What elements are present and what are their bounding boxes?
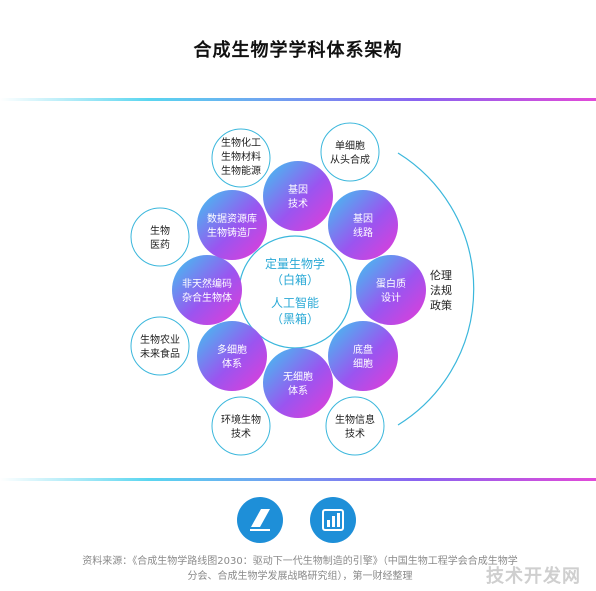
ring-node-label-line: 体系 bbox=[288, 385, 308, 397]
ring-node-cell-free: 无细胞 体系 bbox=[263, 348, 333, 418]
page-title: 合成生物学学科体系架构 bbox=[193, 40, 403, 61]
app-node-label-line: 单细胞 bbox=[335, 139, 365, 152]
app-node-medicine: 生物 医药 bbox=[130, 207, 190, 267]
app-node-label-line: 生物信息 bbox=[335, 413, 375, 426]
ring-node-label-line: 体系 bbox=[222, 358, 242, 370]
center-line-2: （白箱） bbox=[271, 272, 319, 287]
ring-node-label-line: 非天然编码 bbox=[182, 277, 232, 290]
ring-node-gene-tech: 基因 技术 bbox=[263, 161, 333, 231]
ring-node-label-line: 设计 bbox=[381, 291, 401, 304]
policy-label-line: 法规 bbox=[430, 283, 452, 297]
ring-node-non-natural: 非天然编码 杂合生物体 bbox=[172, 255, 242, 325]
architecture-diagram: 定量生物学 （白箱） 人工智能 （黑箱） 基因 技术 基因 线路 蛋白质 设计 … bbox=[130, 122, 475, 456]
bar-chart-icon bbox=[322, 509, 344, 531]
research-logo bbox=[310, 497, 356, 543]
app-node-label-line: 生物农业 bbox=[140, 333, 180, 346]
app-node-label-line: 技术 bbox=[345, 427, 365, 440]
watermark: 技术开发网 bbox=[486, 566, 581, 587]
center-line-4: （黑箱） bbox=[271, 311, 319, 326]
app-node-label-line: 生物 bbox=[150, 224, 170, 237]
ring-node-label-line: 无细胞 bbox=[283, 370, 313, 383]
ring-node-label-line: 杂合生物体 bbox=[182, 291, 232, 304]
app-node-label-line: 从头合成 bbox=[330, 153, 370, 166]
ring-node-label-line: 基因 bbox=[288, 183, 308, 196]
ring-node-data-resource: 数据资源库 生物铸造厂 bbox=[197, 190, 267, 260]
policy-label-line: 伦理 bbox=[430, 268, 452, 282]
app-node-label-line: 技术 bbox=[231, 427, 251, 440]
app-node-label-line: 生物材料 bbox=[221, 150, 261, 163]
app-node-label-line: 生物化工 bbox=[221, 136, 261, 149]
source-note: 资料来源：《合成生物学路线图2030：驱动下一代生物制造的引擎》（中国生物工程学… bbox=[40, 554, 560, 584]
app-node-chem-materials: 生物化工 生物材料 生物能源 bbox=[211, 128, 271, 188]
ring-node-protein-design: 蛋白质 设计 bbox=[356, 255, 426, 325]
ring-node-label-line: 蛋白质 bbox=[376, 277, 406, 290]
top-divider bbox=[0, 98, 596, 101]
ring-node-label-line: 多细胞 bbox=[217, 343, 247, 356]
app-node-label-line: 未来食品 bbox=[140, 347, 180, 360]
center-line-1: 定量生物学 bbox=[265, 256, 325, 271]
bottom-divider bbox=[0, 478, 596, 481]
app-node-label-line: 环境生物 bbox=[221, 413, 261, 426]
policy-label-line: 政策 bbox=[430, 298, 452, 312]
app-node-single-cell: 单细胞 从头合成 bbox=[320, 122, 380, 182]
source-line: 分会、合成生物学发展战略研究组），第一财经整理 bbox=[187, 571, 413, 582]
ring-node-label-line: 基因 bbox=[353, 212, 373, 225]
app-node-info-tech: 生物信息 技术 bbox=[325, 396, 385, 456]
app-node-label-line: 医药 bbox=[150, 239, 170, 251]
ring-node-label-line: 底盘 bbox=[353, 343, 373, 356]
app-node-environment: 环境生物 技术 bbox=[211, 396, 271, 456]
ring-node-label-line: 细胞 bbox=[353, 357, 373, 370]
ring-node-label-line: 数据资源库 bbox=[207, 212, 257, 225]
ring-node-multicell: 多细胞 体系 bbox=[197, 321, 267, 391]
publisher-logo bbox=[237, 497, 283, 543]
center-line-3: 人工智能 bbox=[271, 295, 319, 310]
ring-node-label-line: 生物铸造厂 bbox=[207, 226, 257, 239]
app-node-label-line: 生物能源 bbox=[221, 164, 261, 177]
ring-node-label-line: 技术 bbox=[288, 197, 308, 210]
ring-node-gene-circuit: 基因 线路 bbox=[328, 190, 398, 260]
source-line: 资料来源：《合成生物学路线图2030：驱动下一代生物制造的引擎》（中国生物工程学… bbox=[82, 556, 518, 567]
ring-node-label-line: 线路 bbox=[353, 226, 373, 239]
ring-node-chassis-cell: 底盘 细胞 bbox=[328, 321, 398, 391]
app-node-agriculture: 生物农业 未来食品 bbox=[130, 316, 190, 376]
book-icon bbox=[250, 509, 270, 531]
policy-arc bbox=[397, 152, 475, 426]
